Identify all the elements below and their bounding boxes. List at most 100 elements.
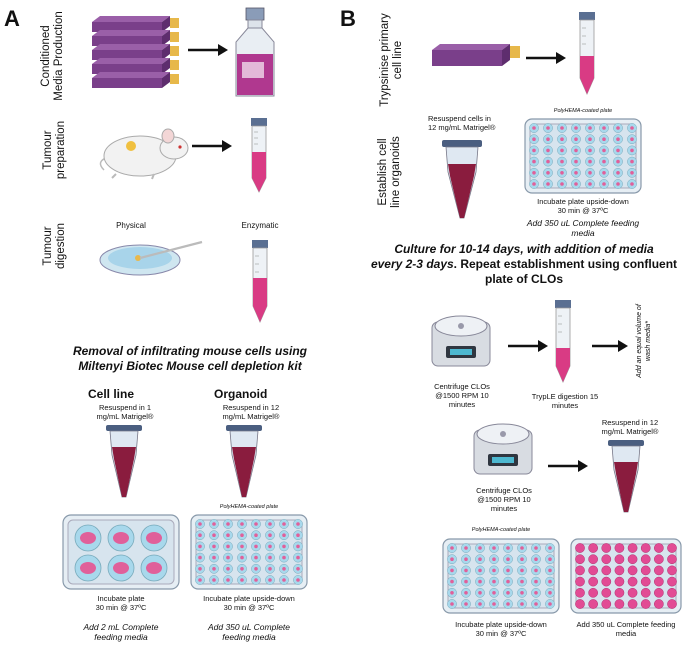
petri-dish-icon (99, 240, 203, 276)
falcon-tube-icon (252, 240, 268, 323)
organoid-drop (212, 555, 216, 560)
well (667, 587, 677, 598)
organoid-drop (534, 579, 538, 584)
wash-note: Add an equal volume of wash media* (636, 304, 652, 378)
organoid-drop (464, 546, 468, 550)
falcon-tube-icon (579, 12, 595, 95)
well (601, 576, 612, 587)
plate-label-b2: PolyHEMA-coated plate (471, 527, 531, 533)
well (588, 587, 598, 598)
organoid-drop (212, 578, 216, 582)
well (654, 543, 664, 553)
organoid-drop (546, 159, 550, 164)
organoid-drop (212, 533, 216, 537)
organoid-drop (478, 602, 482, 606)
organoid-drop (616, 126, 620, 130)
well (575, 599, 585, 609)
well (575, 554, 585, 565)
plate-label-b1: PolyHEMA-coated plate (553, 108, 613, 114)
well (575, 587, 585, 598)
arrow-right-icon (548, 460, 588, 472)
culture-note-rest: . Repeat establishment using confluent p… (453, 257, 678, 286)
arrow-right-icon (592, 340, 628, 352)
label-establish: Establish cell line organoids (377, 136, 402, 208)
mouse-icon (99, 128, 189, 180)
well-plate-48-icon (190, 514, 308, 590)
organoid-drop (588, 182, 592, 186)
culture-note: Culture for 10-14 days, with addition of… (366, 242, 682, 287)
organoid-drop (464, 557, 468, 561)
well (588, 576, 598, 587)
cell-line-incubate: Incubate plate 30 min @ 37ºC (95, 594, 147, 612)
organoid-drop (226, 533, 230, 537)
organoid-drop (212, 522, 216, 526)
panel-a-letter: A (4, 6, 20, 31)
organoid-drop (478, 591, 482, 595)
organoid-drop (268, 578, 272, 582)
centrifuge-icon (473, 423, 533, 475)
organoid-add-media: Add 350 uL Complete feeding media (207, 622, 291, 642)
organoid-drop (198, 555, 202, 560)
organoid-drop (464, 591, 468, 595)
organoid-drop (296, 522, 300, 526)
organoid-drop (478, 579, 482, 584)
organoid-drop (588, 137, 592, 141)
organoid-drop (464, 602, 468, 606)
well (575, 576, 585, 587)
well (667, 543, 677, 553)
organoid-drop (574, 159, 578, 164)
organoid-drop (492, 579, 496, 584)
organoid-drop (282, 578, 286, 582)
organoid-drop (574, 171, 578, 175)
organoid-drop (532, 137, 536, 141)
organoid-drop (226, 522, 230, 526)
heading-cell-line: Cell line (88, 387, 135, 401)
organoid-drop (560, 137, 564, 141)
eppendorf-tube-icon (608, 440, 644, 513)
well (667, 599, 677, 609)
organoid-drop (574, 137, 578, 141)
organoid-drop (532, 182, 536, 186)
organoid-drop (254, 567, 258, 571)
well (654, 576, 664, 587)
organoid-drop (546, 171, 550, 175)
organoid-drop (226, 555, 230, 560)
organoid-drop (240, 533, 244, 537)
organoid-drop (616, 159, 620, 164)
organoid-drop (478, 568, 482, 573)
organoid-drop (450, 602, 454, 606)
well (640, 599, 651, 609)
organoid-drop (254, 544, 258, 549)
well (654, 599, 664, 609)
well (575, 543, 585, 553)
heading-organoid: Organoid (214, 387, 268, 401)
well (640, 565, 651, 576)
organoid-drop (520, 591, 524, 595)
organoid-drop (560, 159, 564, 164)
well (588, 543, 598, 553)
organoid-drop (198, 522, 202, 526)
centrifuge-2-note: Centrifuge CLOs @1500 RPM 10 minutes (476, 486, 532, 513)
well (614, 576, 625, 587)
organoid-drop (296, 533, 300, 537)
organoid-drop (602, 182, 606, 186)
organoid-drop (492, 591, 496, 595)
well (667, 554, 677, 565)
well (588, 599, 598, 609)
organoid-drop (240, 567, 244, 571)
well (627, 587, 638, 598)
organoid-drop (546, 148, 550, 153)
well (640, 543, 651, 553)
label-tumour-preparation: Tumour preparation (42, 120, 67, 180)
organoid-drop (296, 555, 300, 560)
arrow-right-icon (526, 52, 566, 64)
organoid-drop (630, 148, 634, 153)
label-tumour-digestion: Tumour digestion (42, 222, 67, 270)
organoid-drop (240, 555, 244, 560)
well (601, 554, 612, 565)
organoid-drop (588, 126, 592, 130)
organoid-resuspend: Resuspend in 12 mg/mL Matrigel® (222, 403, 280, 421)
stacked-flasks-icon (92, 16, 179, 88)
well (627, 554, 638, 565)
organoid-drop (506, 546, 510, 550)
